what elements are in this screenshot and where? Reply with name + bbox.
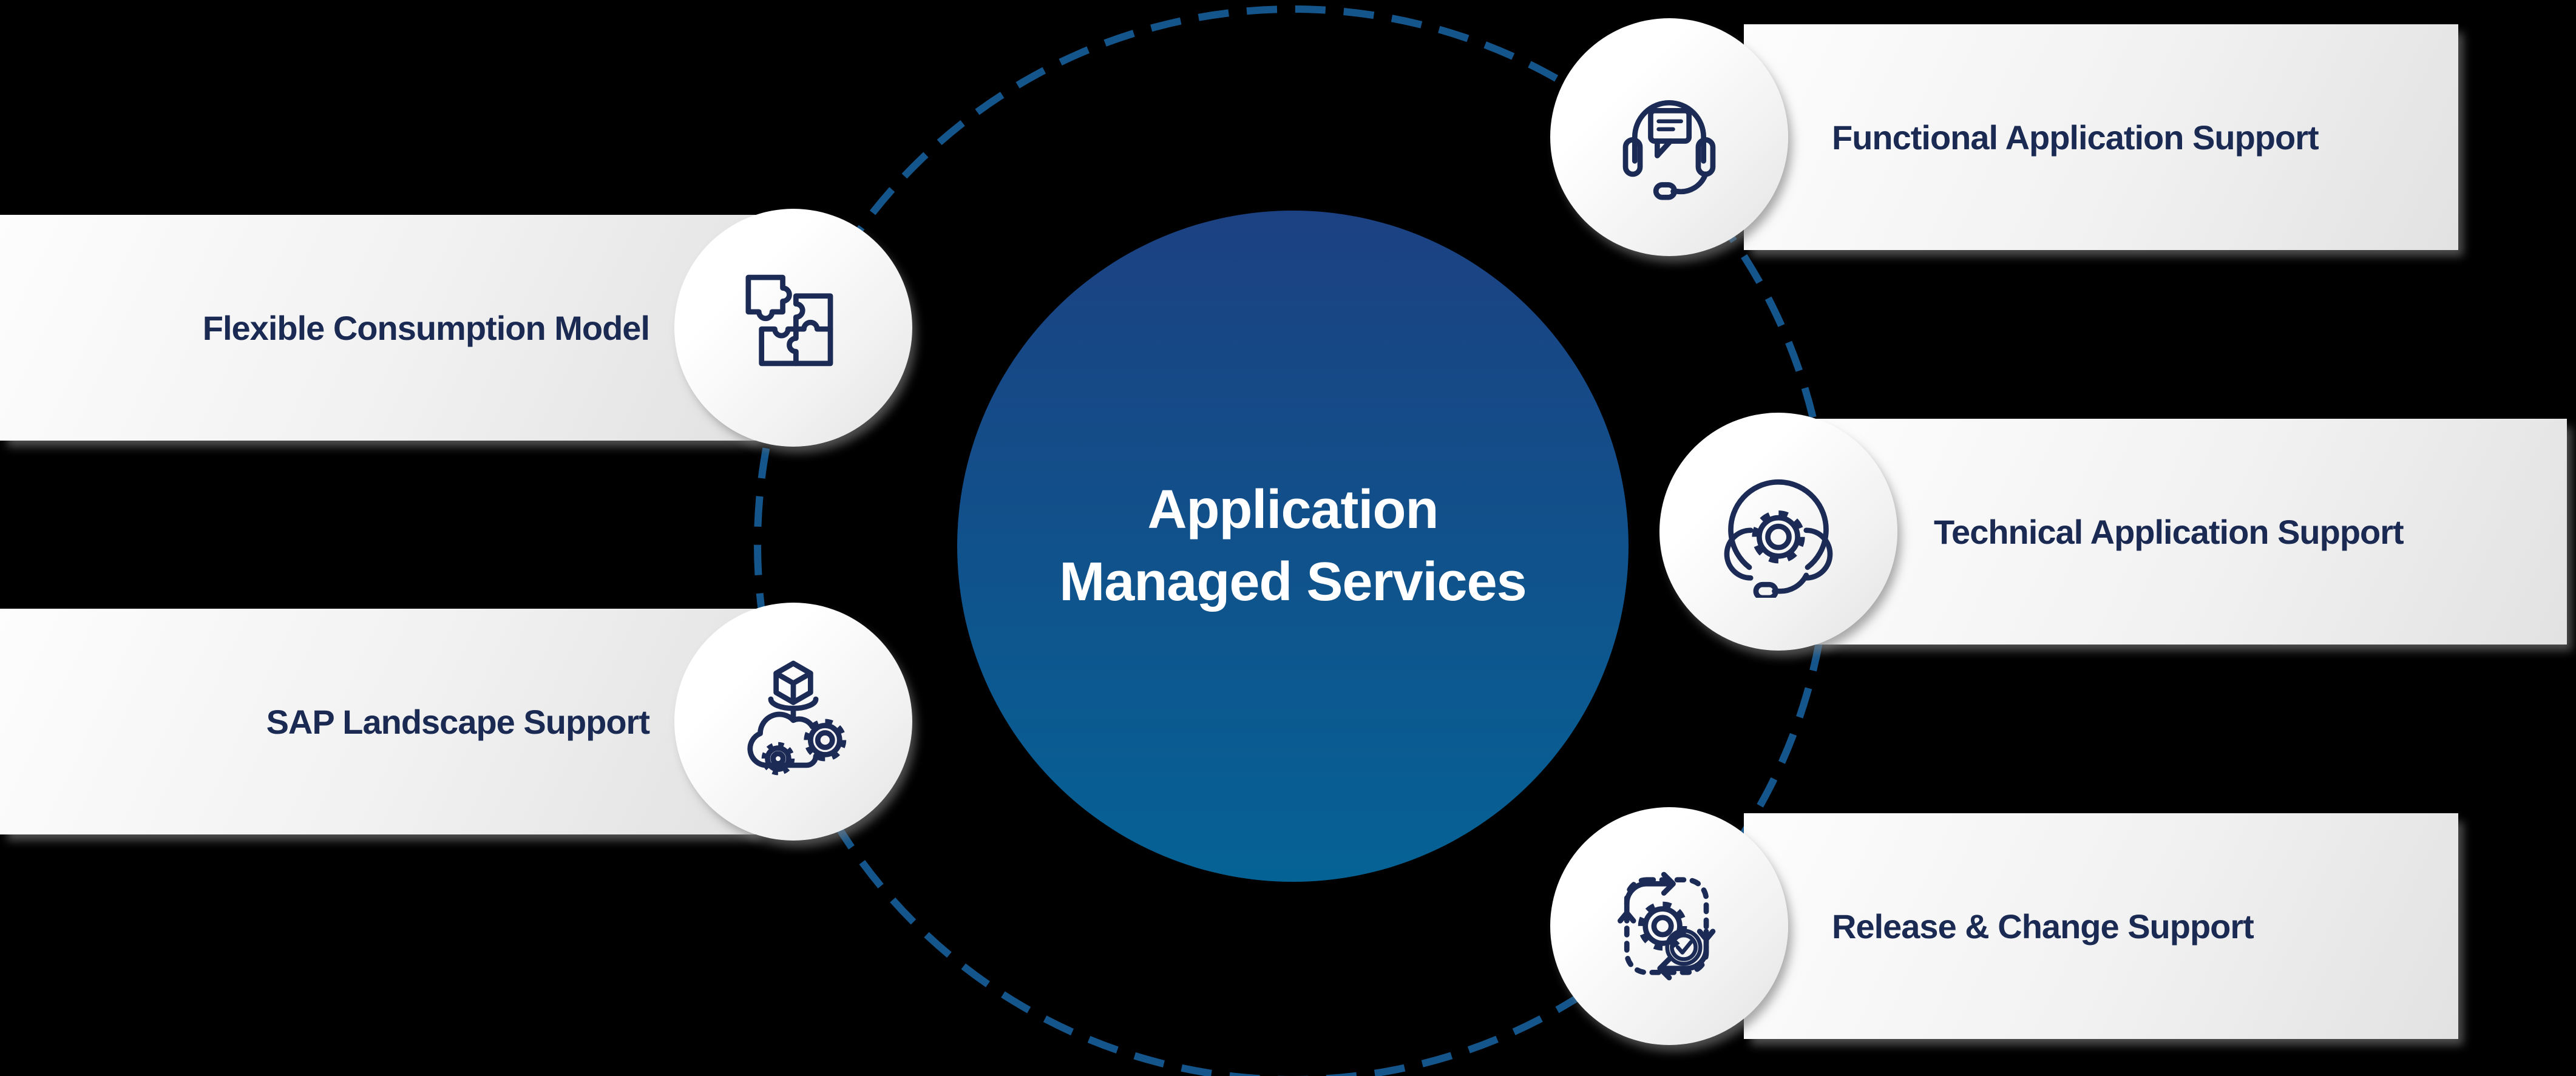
icon-circle-release-change: [1550, 807, 1788, 1045]
icon-circle-technical-support: [1659, 413, 1897, 651]
headset-chat-icon: [1622, 100, 1716, 200]
center-title-line1: Application: [1147, 479, 1439, 541]
bar-technical-support: Technical Application Support: [1812, 419, 2567, 645]
center-title: Application Managed Services: [1059, 474, 1527, 618]
functional-support-label: Functional Application Support: [1832, 118, 2319, 157]
icon-circle-flexible-consumption: [674, 209, 912, 447]
release-change-label: Release & Change Support: [1832, 907, 2254, 946]
headset-gear-icon: [1724, 479, 1833, 598]
cloud-gears-cube-icon: [747, 660, 847, 776]
flexible-consumption-label: Flexible Consumption Model: [202, 308, 650, 347]
technical-support-label: Technical Application Support: [1934, 512, 2404, 551]
icon-circle-sap-landscape: [674, 603, 912, 841]
bar-sap-landscape: SAP Landscape Support: [0, 609, 756, 834]
sap-landscape-label: SAP Landscape Support: [266, 702, 650, 741]
puzzle-pieces-icon: [745, 274, 833, 367]
bar-functional-support: Functional Application Support: [1744, 24, 2458, 250]
bar-flexible-consumption: Flexible Consumption Model: [0, 215, 756, 441]
center-circle: Application Managed Services: [957, 211, 1629, 882]
cycle-gear-check-icon: [1617, 871, 1716, 981]
center-title-line2: Managed Services: [1059, 552, 1527, 612]
icon-circle-functional-support: [1550, 18, 1788, 256]
bar-release-change: Release & Change Support: [1744, 813, 2458, 1039]
